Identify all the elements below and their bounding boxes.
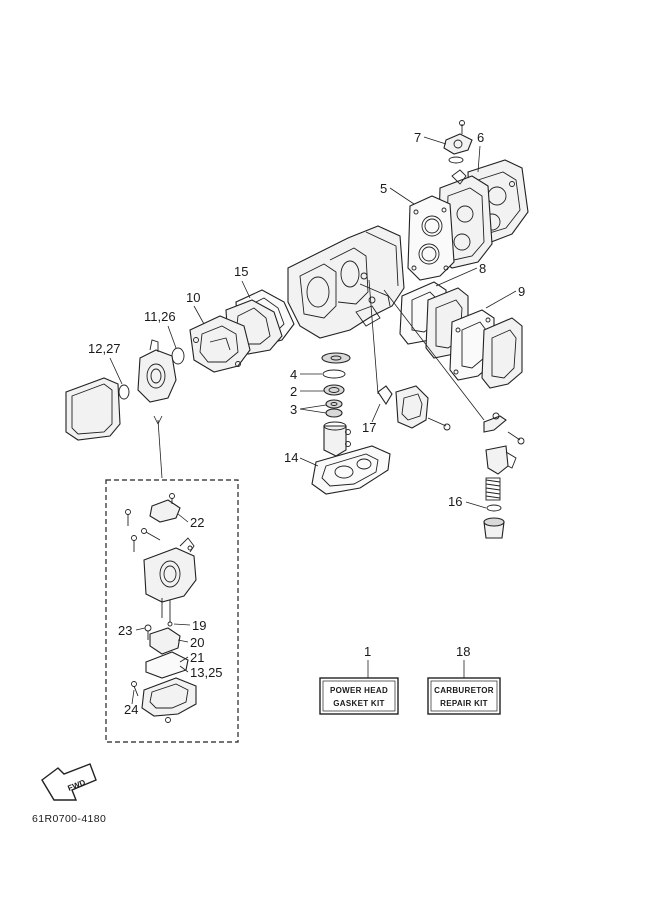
callout-16: 16 [448,494,462,509]
carburetor-line2: REPAIR KIT [440,699,488,708]
oil-seal-2 [323,384,345,396]
bearing-housing [323,421,351,457]
fuel-pump-gasket [377,385,393,406]
power-head-line2: GASKET KIT [333,699,384,708]
power-head-gasket-kit-label: POWER HEAD GASKET KIT [319,660,399,715]
carb-float-chamber-gasket [145,651,189,679]
air-silencer [65,377,121,441]
carb-main-body [143,537,197,603]
thermostat-spring [485,477,501,501]
callout-18: 18 [456,644,470,659]
callout-7: 7 [414,130,421,145]
callout-6: 6 [477,130,484,145]
carb-float-chamber [131,677,197,723]
o-ring-11 [171,347,185,365]
callout-5: 5 [380,181,387,196]
leader-lines [153,279,485,479]
carburetor-line1: CARBURETOR [434,686,494,695]
callout-20: 20 [190,635,204,650]
carburetor-repair-kit-label: CARBURETOR REPAIR KIT [427,660,501,715]
crankcase-gasket [311,445,391,495]
carb-float [149,627,181,655]
thermostat-cup [483,517,505,539]
drawing-code: 61R0700-4180 [32,813,106,825]
callout-19: 19 [192,618,206,633]
callout-9: 9 [518,284,525,299]
o-ring-16 [486,504,502,512]
callout-24: 24 [124,702,138,717]
cylinder-block [287,225,405,339]
callout-3: 3 [290,402,297,417]
callout-21: 21 [190,650,204,665]
carburetor-body [137,339,177,403]
callout-17: 17 [362,420,376,435]
thermostat-housing [485,445,517,475]
carburetor-detail-box [105,479,239,743]
callout-10: 10 [186,290,200,305]
callout-13-25: 13,25 [190,665,223,680]
thermostat-cover [443,120,473,164]
exhaust-outer-cover [481,317,523,389]
fuel-pump [395,385,451,431]
callout-14: 14 [284,450,298,465]
power-head-line1: POWER HEAD [330,686,388,695]
oil-seal-3 [325,399,343,418]
o-ring-4 [322,369,346,379]
o-ring-12 [118,384,130,400]
cylinder-head-gasket [407,195,455,281]
callouts: 7 6 5 8 9 15 10 11,26 12,27 4 2 3 17 14 … [88,130,525,717]
callout-23: 23 [118,623,132,638]
callout-4: 4 [290,367,297,382]
reed-valve-assembly [189,315,251,373]
callout-12-27: 12,27 [88,341,121,356]
callout-2: 2 [290,384,297,399]
callout-8: 8 [479,261,486,276]
thermostat-bracket [483,412,525,445]
fwd-arrow-icon: FWD [41,763,97,801]
carb-top-cover [149,493,181,523]
carb-screws-top [125,509,161,552]
callout-15: 15 [234,264,248,279]
callout-11-26: 11,26 [144,309,176,324]
carb-needle [161,598,173,627]
washer-4 [321,352,351,364]
callout-22: 22 [190,515,204,530]
callout-1: 1 [364,644,371,659]
